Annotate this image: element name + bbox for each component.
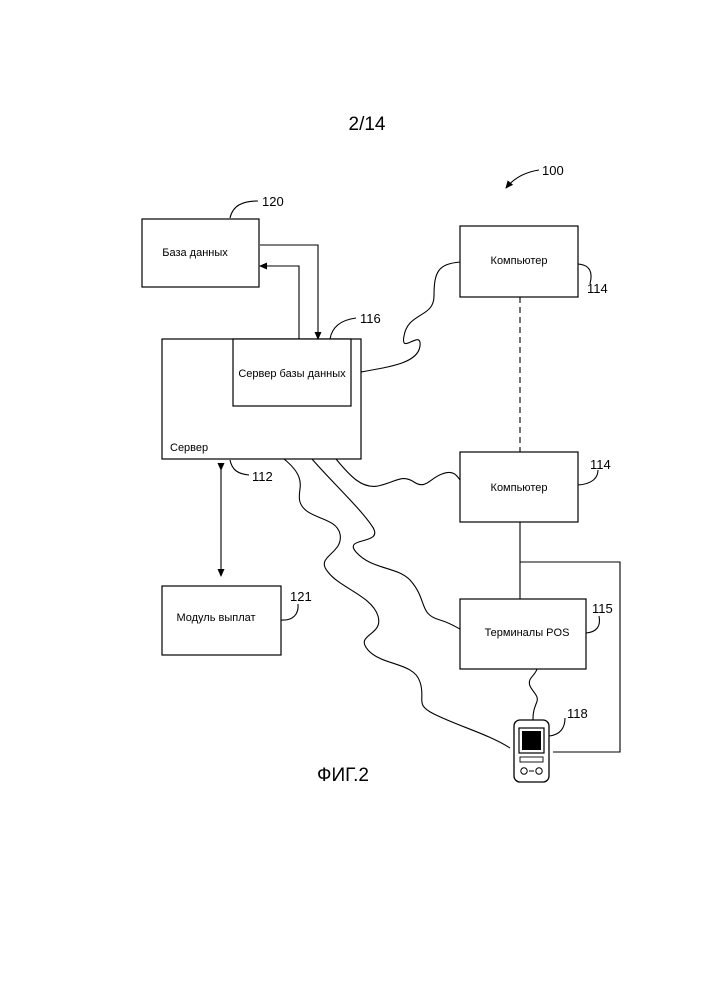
- payment-module-label: Модуль выплат: [176, 612, 255, 624]
- wireless-link-server-computer-bottom: [336, 459, 460, 486]
- page-number: 2/14: [349, 114, 386, 135]
- payment-module-ref: 121: [290, 589, 312, 604]
- payment-module-ref-leader: [281, 604, 298, 620]
- server-to-db-arrow: [260, 266, 299, 339]
- figure-label: ФИГ.2: [317, 765, 369, 786]
- pos-terminals-ref: 115: [592, 601, 613, 616]
- db-server-ref: 116: [360, 311, 381, 326]
- mobile-device-ref-leader: [549, 718, 565, 736]
- system-ref: 100: [542, 163, 564, 178]
- server-label: Сервер: [170, 442, 208, 454]
- computer-bottom-label: Компьютер: [491, 482, 548, 494]
- pos-terminals-ref-leader: [586, 616, 599, 633]
- db-server-label: Сервер базы данных: [238, 368, 346, 380]
- pos-terminals-label: Терминалы POS: [485, 627, 570, 639]
- mobile-device-icon: [514, 720, 549, 782]
- wireless-link-pos-mobile: [529, 669, 537, 720]
- database-label: База данных: [162, 247, 228, 259]
- db-server-ref-leader: [330, 318, 356, 339]
- wireless-link-server-pos: [312, 459, 460, 629]
- server-ref: 112: [252, 469, 273, 484]
- computer-top-label: Компьютер: [491, 255, 548, 267]
- server-ref-leader: [230, 460, 249, 475]
- db-to-server-arrow: [260, 245, 318, 339]
- system-ref-arrow: [506, 170, 539, 188]
- mobile-device-ref: 118: [567, 706, 588, 721]
- database-ref: 120: [262, 194, 284, 209]
- database-ref-leader: [230, 201, 258, 218]
- computer-bottom-ref-leader: [578, 470, 598, 485]
- computer-bottom-ref: 114: [590, 457, 611, 472]
